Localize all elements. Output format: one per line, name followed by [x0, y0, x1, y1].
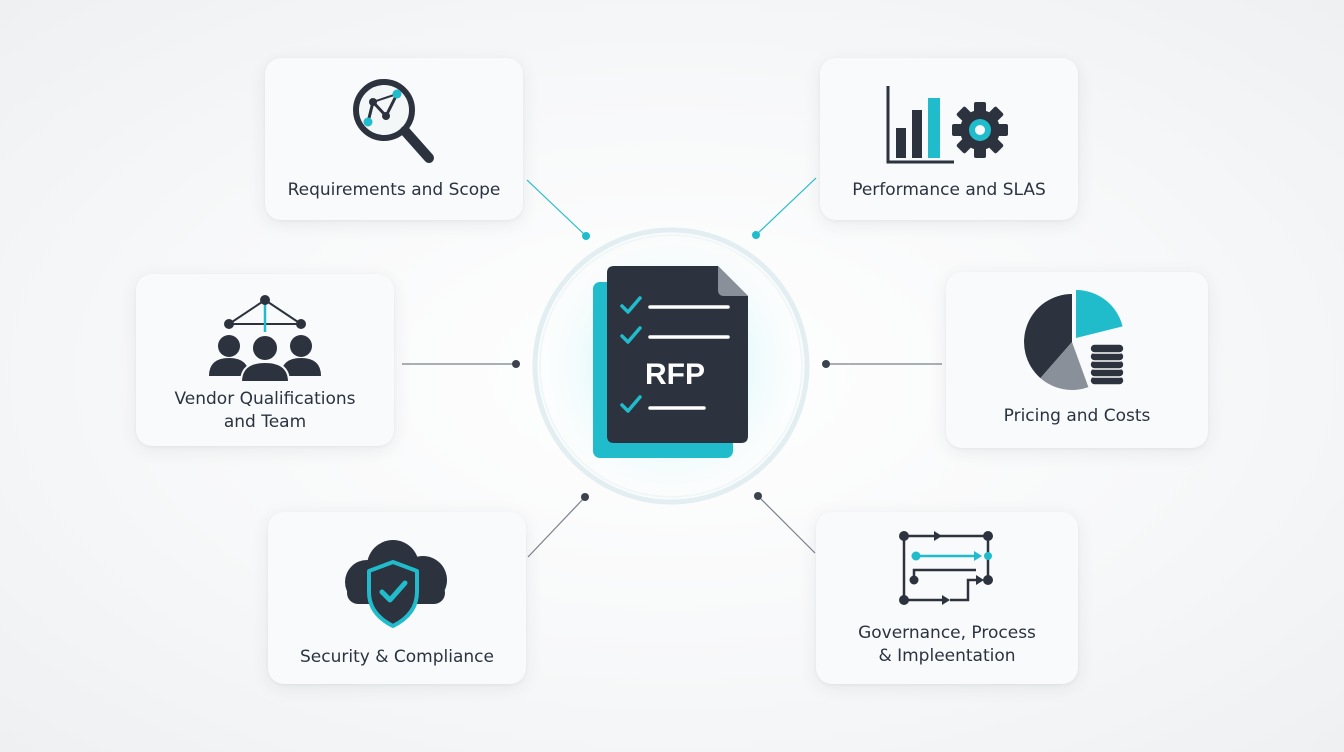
node-governance-process[interactable]: Governance, Process & Impleentation — [816, 512, 1078, 684]
connector-dot-vendor — [512, 360, 520, 368]
node-label: Security & Compliance — [300, 647, 494, 667]
node-pricing-costs[interactable]: Pricing and Costs — [946, 272, 1208, 448]
node-requirements-scope[interactable]: Requirements and Scope — [265, 58, 523, 220]
magnifier-graph-icon — [353, 79, 434, 163]
hub-ring-inner — [539, 234, 803, 498]
center-label: RFP — [645, 358, 705, 391]
pie-chart-coins-icon — [1024, 290, 1125, 390]
rfp-checklist-document-icon — [593, 266, 748, 458]
connector-dot-performance — [752, 231, 760, 239]
connector-security — [527, 496, 586, 558]
node-label: Performance and SLAS — [852, 180, 1046, 200]
connector-dot-requirements — [582, 232, 590, 240]
connector-requirements — [526, 179, 587, 237]
connector-governance — [757, 495, 816, 554]
connector-dot-governance — [754, 492, 762, 500]
node-label-line-2: & Impleentation — [878, 646, 1016, 666]
connector-performance — [755, 177, 817, 236]
node-label-line-1: Vendor Qualifications — [174, 389, 356, 409]
connector-dot-security — [581, 493, 589, 501]
connector-dot-pricing — [822, 360, 830, 368]
node-label: Requirements and Scope — [287, 180, 501, 200]
node-label-line-2: and Team — [223, 412, 307, 432]
node-security-compliance[interactable]: Security & Compliance — [268, 512, 526, 684]
team-network-icon — [209, 295, 321, 383]
hub-ring — [532, 227, 810, 505]
node-label-line-1: Governance, Process — [858, 623, 1036, 643]
bar-chart-gear-icon — [886, 86, 1008, 164]
node-performance-slas[interactable]: Performance and SLAS — [820, 58, 1078, 220]
cloud-shield-icon — [345, 540, 447, 628]
node-label: Pricing and Costs — [1003, 406, 1151, 426]
node-vendor-qualifications[interactable]: Vendor Qualifications and Team — [136, 274, 394, 446]
process-flow-icon — [899, 531, 993, 605]
